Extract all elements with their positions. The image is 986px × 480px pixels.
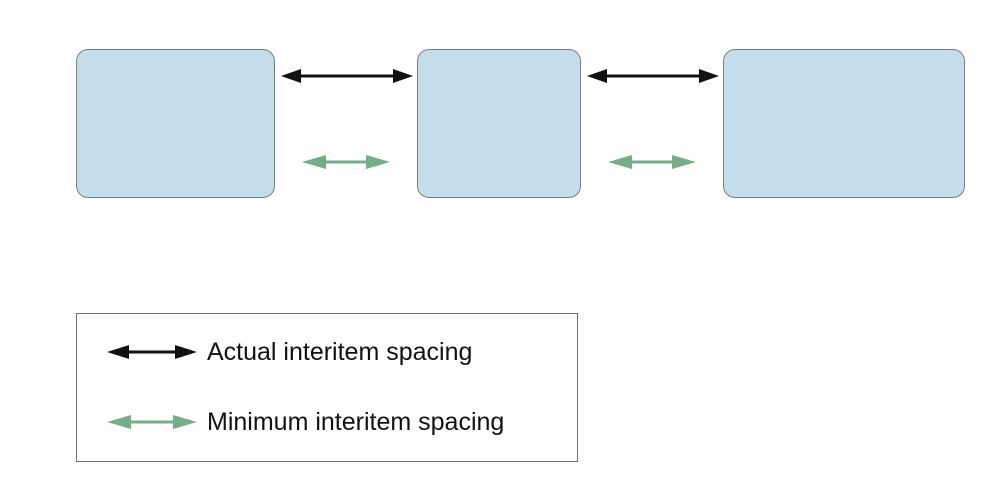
- actual-spacing-arrow-1: [281, 69, 413, 83]
- legend-label-actual: Actual interitem spacing: [207, 338, 473, 366]
- legend-label-minimum: Minimum interitem spacing: [207, 408, 505, 436]
- minimum-spacing-arrow-2: [608, 155, 696, 169]
- actual-spacing-arrow-2: [587, 69, 719, 83]
- legend-row-minimum: Minimum interitem spacing: [77, 407, 504, 437]
- collection-item-2: [417, 49, 581, 198]
- legend-row-actual: Actual interitem spacing: [77, 337, 472, 367]
- green-double-arrow-icon: [107, 415, 197, 429]
- black-double-arrow-icon: [107, 345, 197, 359]
- minimum-spacing-arrow-1: [302, 155, 390, 169]
- collection-item-3: [723, 49, 965, 198]
- legend: Actual interitem spacing Minimum interit…: [76, 313, 578, 462]
- collection-item-1: [76, 49, 275, 198]
